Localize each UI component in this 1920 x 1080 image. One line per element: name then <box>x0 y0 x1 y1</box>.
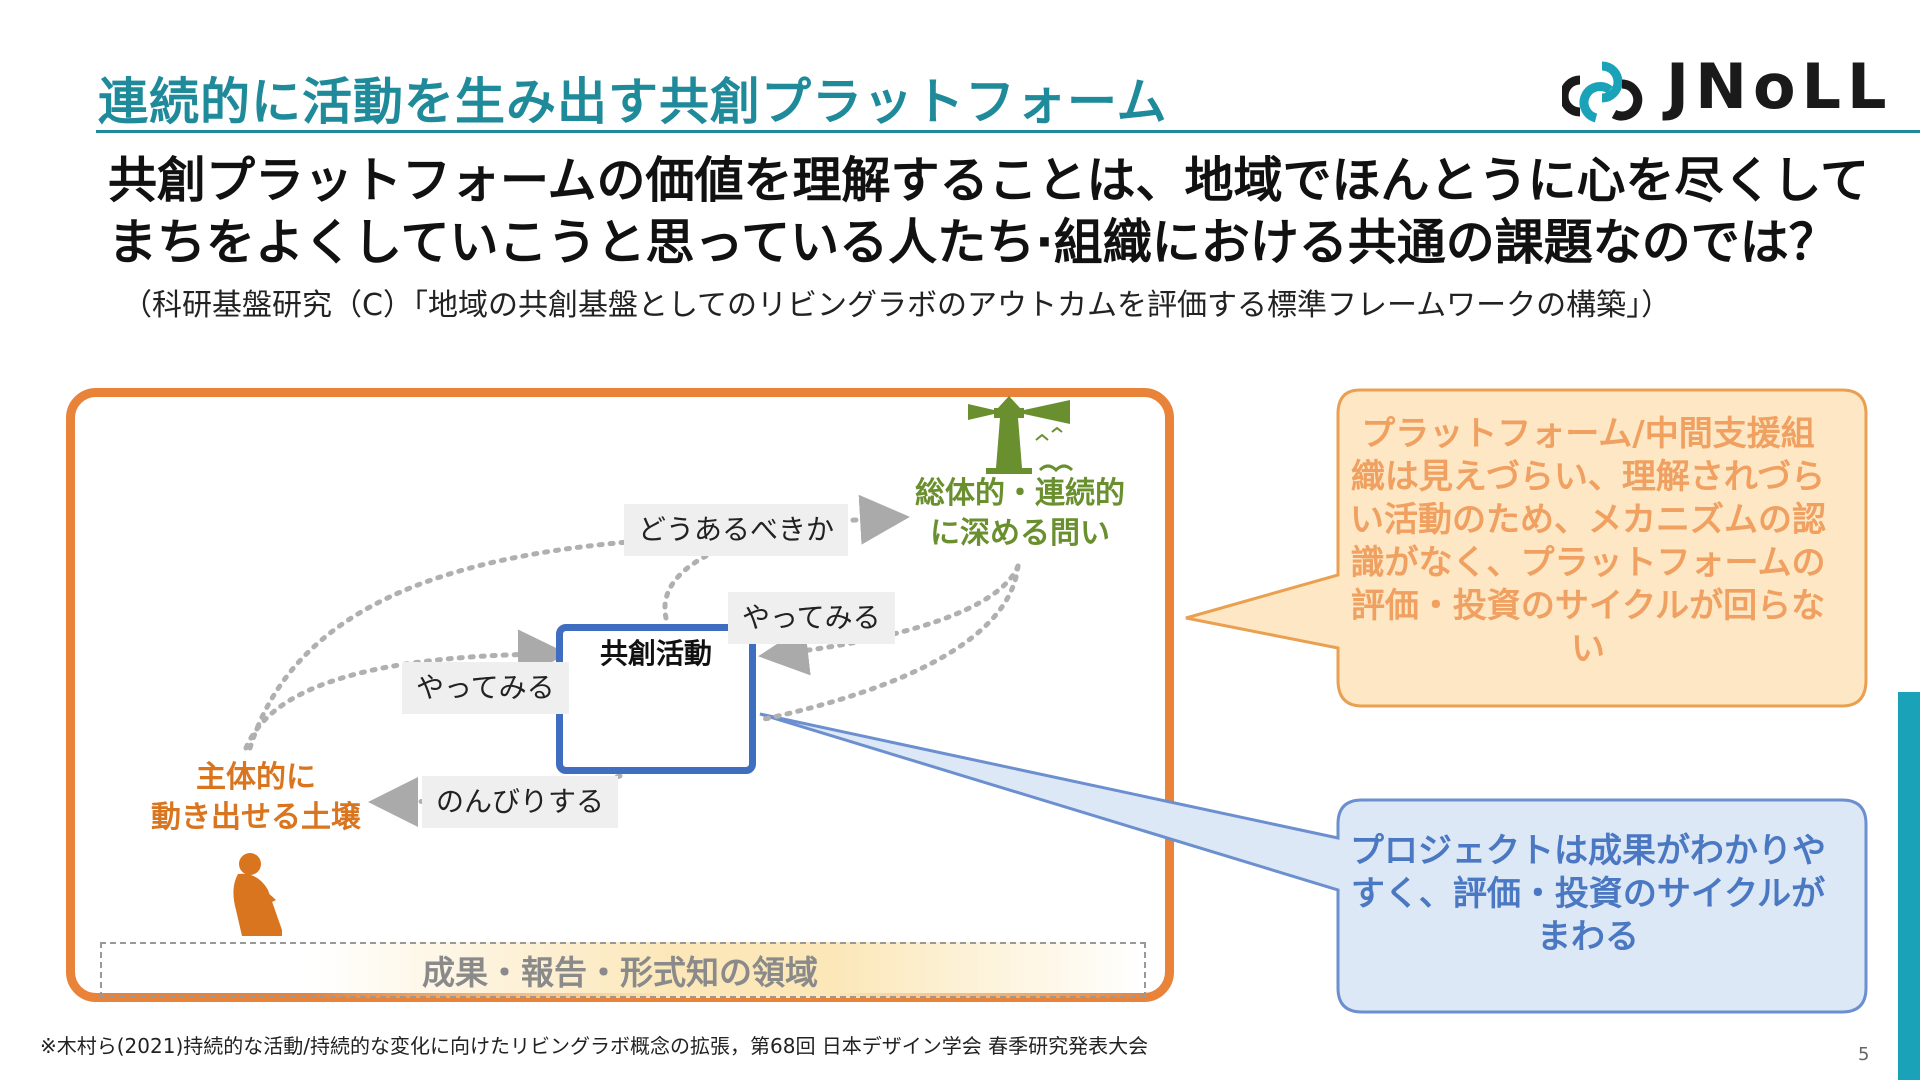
edge-label-relax: のんびりする <box>422 776 619 828</box>
logo-mark-icon <box>1562 61 1643 123</box>
callout-project-shape <box>759 712 1868 1014</box>
result-band <box>100 942 1146 998</box>
edge-goal-down <box>757 563 1021 723</box>
edge-label-try-top: やってみる <box>728 592 895 644</box>
co-creation-activity-box <box>556 624 756 774</box>
goal-label-line2: に深める問い <box>930 516 1110 551</box>
callout-platform-text: プラットフォーム/中間支援組織は見えづらい、理解されづらい活動のため、メカニズム… <box>1350 414 1826 669</box>
callout-project-text: プロジェクトは成果がわかりやすく、評価・投資のサイクルがまわる <box>1350 831 1826 957</box>
center-label: 共創活動 <box>599 637 712 670</box>
research-reference: （科研基盤研究（C）「地域の共創基盤としてのリビングラボのアウトカムを評価する標… <box>122 288 1672 323</box>
goal-label: 総体的・連続的 に深める問い <box>900 474 1140 554</box>
result-band-label: 成果・報告・形式知の領域 <box>422 953 818 992</box>
logo-text: JNoLL <box>1666 50 1893 123</box>
edge-start-to-goal <box>247 539 631 751</box>
slide-title: 連続的に活動を生み出す共創プラットフォーム <box>98 73 1168 131</box>
lighthouse-icon <box>968 396 1074 474</box>
thinker-icon <box>233 853 282 936</box>
page-number: 5 <box>1858 1044 1870 1065</box>
start-label: 主体的に 動き出せる土壌 <box>126 758 386 838</box>
callout-platform-shape <box>1185 388 1868 708</box>
start-label-line2: 動き出せる土壌 <box>151 800 361 835</box>
footnote: ※木村ら(2021)持続的な活動/持続的な変化に向けたリビングラボ概念の拡張，第… <box>40 1034 1149 1058</box>
side-accent-bar <box>1898 692 1920 1080</box>
edge-label-how-should: どうあるべきか <box>624 504 849 556</box>
edge-label-try-left: やってみる <box>402 662 569 714</box>
edge-center-up <box>662 553 709 621</box>
jnoll-logo <box>1562 61 1643 123</box>
goal-label-line1: 総体的・連続的 <box>915 476 1125 511</box>
headline: 共創プラットフォームの価値を理解することは、地域でほんとうに心を尽くしてまちをよ… <box>108 152 1870 271</box>
title-underline <box>96 130 1920 133</box>
edge-start-to-center <box>243 629 568 751</box>
edge-goal-to-center <box>758 563 1021 676</box>
start-label-line1: 主体的に <box>196 760 316 795</box>
